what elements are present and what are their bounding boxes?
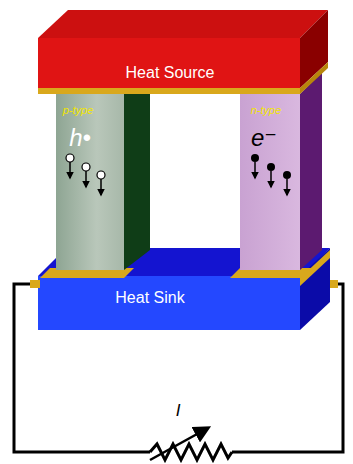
- contact-tab: [30, 280, 40, 288]
- illustration-part: [69, 162, 71, 178]
- p-leg-front: [56, 94, 124, 270]
- heat-source-front: [38, 38, 300, 88]
- heat-sink-front: [38, 276, 300, 330]
- n-type-leg: n-type e⁻: [240, 94, 300, 270]
- current-label: I: [176, 402, 181, 421]
- carrier-symbol: e⁻: [251, 125, 277, 151]
- illustration-part: [82, 163, 90, 171]
- contact-strip: [38, 88, 300, 94]
- heat-source-box: Heat Source: [38, 38, 300, 88]
- n-leg-side: [300, 72, 322, 270]
- p-type-leg: p-type h•: [56, 94, 124, 270]
- illustration-part: [254, 162, 256, 178]
- contact-tab: [330, 280, 338, 288]
- illustration-part: [251, 154, 259, 162]
- illustration-part: [283, 171, 291, 179]
- illustration-part: [286, 179, 288, 195]
- current-arrow: [150, 428, 208, 460]
- leg-type-label: p-type: [63, 104, 94, 116]
- illustration-part: [270, 171, 272, 187]
- illustration-part: [97, 171, 105, 179]
- hole-carriers: [66, 154, 105, 195]
- leg-type-label: n-type: [251, 104, 282, 116]
- contact-strip: [300, 62, 328, 94]
- illustration-part: [66, 154, 74, 162]
- heat-sink-box: Heat Sink: [38, 276, 300, 330]
- heat-source-top: [38, 10, 328, 38]
- illustration-part: [100, 179, 102, 195]
- illustration-part: [267, 163, 275, 171]
- carrier-symbol: h•: [69, 125, 91, 151]
- n-leg-front: [240, 94, 300, 270]
- illustration-part: [85, 171, 87, 187]
- heat-source-label: Heat Source: [126, 64, 215, 82]
- heat-sink-label: Heat Sink: [115, 289, 184, 307]
- p-leg-side: [124, 70, 150, 270]
- electron-carriers: [251, 154, 291, 195]
